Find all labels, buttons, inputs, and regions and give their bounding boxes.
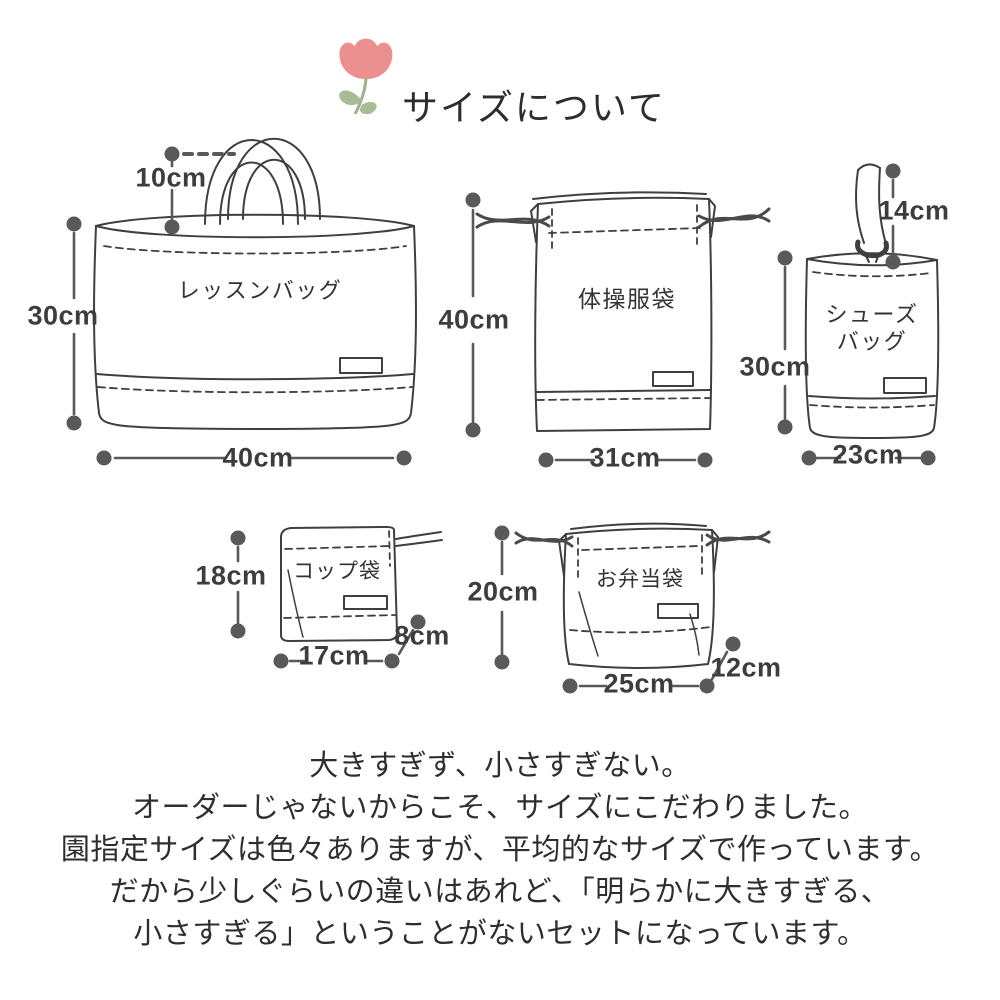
name-tag-placeholder bbox=[339, 357, 383, 374]
gym-bag-name: 体操服袋 bbox=[578, 286, 676, 312]
lesson-bag-height-dimension bbox=[66, 216, 82, 431]
gym-bag-width-label: 31cm bbox=[589, 442, 661, 473]
lesson-bag-handle-label: 10cm bbox=[135, 162, 207, 193]
cup-bag-height-dimension bbox=[230, 530, 246, 639]
drawstring-cords bbox=[475, 207, 771, 229]
name-tag-placeholder bbox=[652, 371, 694, 387]
description-line: 小さすぎる」ということがないセットになっています。 bbox=[133, 918, 867, 950]
cup-bag-depth-label: 8cm bbox=[394, 620, 450, 651]
description-line: 大きすぎず、小さすぎない。 bbox=[309, 750, 691, 782]
cup-bag-drawing bbox=[280, 526, 443, 642]
name-tag-placeholder bbox=[343, 595, 388, 610]
lesson-bag-width-label: 40cm bbox=[222, 442, 294, 473]
shoes-bag-height-dimension bbox=[777, 250, 793, 435]
gym-clothes-bag-drawing bbox=[475, 191, 771, 432]
lesson-bag-handle-dimension bbox=[164, 146, 236, 235]
cup-bag-width-label: 17cm bbox=[298, 640, 370, 671]
lunch-bag-drawing bbox=[514, 522, 771, 669]
gym-bag-height-label: 40cm bbox=[438, 304, 510, 335]
lunch-bag-width-label: 25cm bbox=[603, 668, 675, 699]
drawstring-cords bbox=[514, 530, 771, 548]
shoes-bag-width-label: 23cm bbox=[832, 439, 904, 470]
shoes-bag-drawing bbox=[804, 163, 940, 439]
cup-bag-width-dimension bbox=[273, 653, 400, 669]
cup-bag-depth-dimension bbox=[397, 614, 426, 656]
lesson-bag-height-label: 30cm bbox=[27, 300, 99, 331]
lesson-bag-name: レッスンバッグ bbox=[177, 278, 343, 303]
name-tag-placeholder bbox=[883, 377, 927, 394]
page-title: サイズについて bbox=[402, 87, 666, 128]
lunch-bag-height-dimension bbox=[494, 525, 510, 670]
lesson-bag-width-dimension bbox=[96, 450, 412, 466]
lunch-bag-height-label: 20cm bbox=[467, 576, 539, 607]
shoes-bag-strap-label: 14cm bbox=[878, 195, 950, 226]
gym-bag-height-dimension bbox=[465, 192, 481, 438]
gym-bag-width-dimension bbox=[538, 452, 713, 468]
shoes-bag-name-line2: バッグ bbox=[836, 329, 908, 354]
tulip-flower-icon bbox=[339, 38, 393, 114]
shoes-bag-name-line1: シューズ bbox=[825, 302, 919, 327]
name-tag-placeholder bbox=[657, 603, 699, 619]
description-line: 園指定サイズは色々ありますが、平均的なサイズで作っています。 bbox=[60, 834, 940, 866]
lesson-bag-drawing bbox=[93, 137, 417, 430]
cup-bag-height-label: 18cm bbox=[195, 560, 267, 591]
size-description: 大きすぎず、小さすぎない。 オーダーじゃないからこそ、サイズにこだわりました。 … bbox=[0, 745, 1000, 955]
lunch-bag-name: お弁当袋 bbox=[596, 568, 684, 591]
description-line: だから少しぐらいの違いはあれど、「明らかに大きすぎる、 bbox=[109, 876, 891, 908]
cup-bag-name: コップ袋 bbox=[293, 560, 381, 583]
shoes-bag-strap-dimension bbox=[885, 163, 901, 270]
lunch-bag-depth-dimension bbox=[709, 636, 741, 683]
description-line: オーダーじゃないからこそ、サイズにこだわりました。 bbox=[131, 792, 869, 824]
lunch-bag-depth-label: 12cm bbox=[710, 652, 782, 683]
shoes-bag-height-label: 30cm bbox=[739, 351, 811, 382]
shoes-bag-width-dimension bbox=[801, 450, 936, 466]
